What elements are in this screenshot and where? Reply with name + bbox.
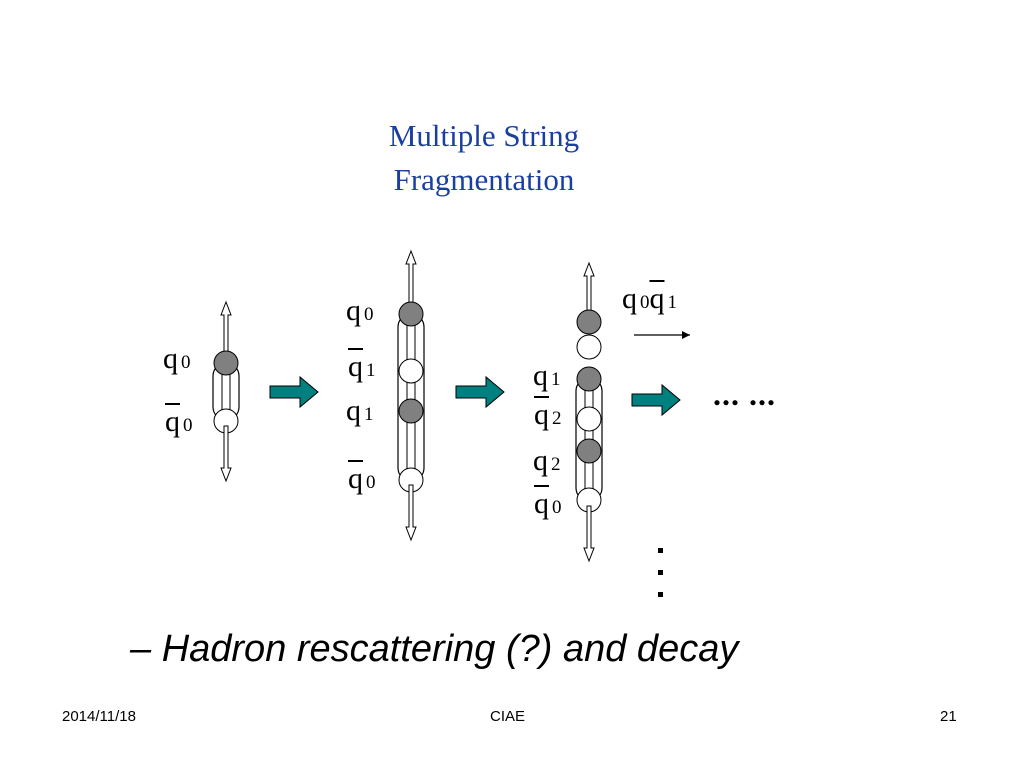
quark-q1 <box>576 366 602 392</box>
slide-title: Multiple String Fragmentation <box>300 114 668 202</box>
stage-1-string <box>212 301 240 482</box>
antiquark-q2 <box>576 406 602 432</box>
title-line-1: Multiple String <box>388 118 580 153</box>
quark-q1 <box>398 398 424 424</box>
footer-page-number: 21 <box>940 708 957 725</box>
stretch-down-arrow-icon <box>220 425 232 482</box>
bullet-text: – Hadron rescattering (?) and decay <box>130 628 739 670</box>
continuation-ellipsis: ... ... <box>713 376 776 412</box>
hadron-quark-q0 <box>576 309 602 335</box>
vertical-ellipsis-icon <box>658 548 663 597</box>
stage-2-string <box>397 250 425 541</box>
footer-center: CIAE <box>490 708 526 725</box>
stage-arrow-icon <box>455 376 505 408</box>
stretch-down-arrow-icon <box>583 505 595 562</box>
quark-q0 <box>398 301 424 327</box>
hadron-antiquark-q1 <box>576 334 602 360</box>
quark-q2 <box>576 438 602 464</box>
stage-arrow-icon <box>269 376 319 408</box>
footer-date: 2014/11/18 <box>62 708 136 725</box>
stage-arrow-icon <box>631 384 681 416</box>
stretch-up-arrow-icon <box>220 301 232 358</box>
stretch-down-arrow-icon <box>405 484 417 541</box>
quark-q0 <box>213 350 239 376</box>
stage-3-string <box>575 262 603 562</box>
antiquark-q1 <box>398 358 424 384</box>
string-tube <box>397 313 425 482</box>
title-line-2: Fragmentation <box>393 162 575 197</box>
stretch-up-arrow-icon <box>405 250 417 307</box>
